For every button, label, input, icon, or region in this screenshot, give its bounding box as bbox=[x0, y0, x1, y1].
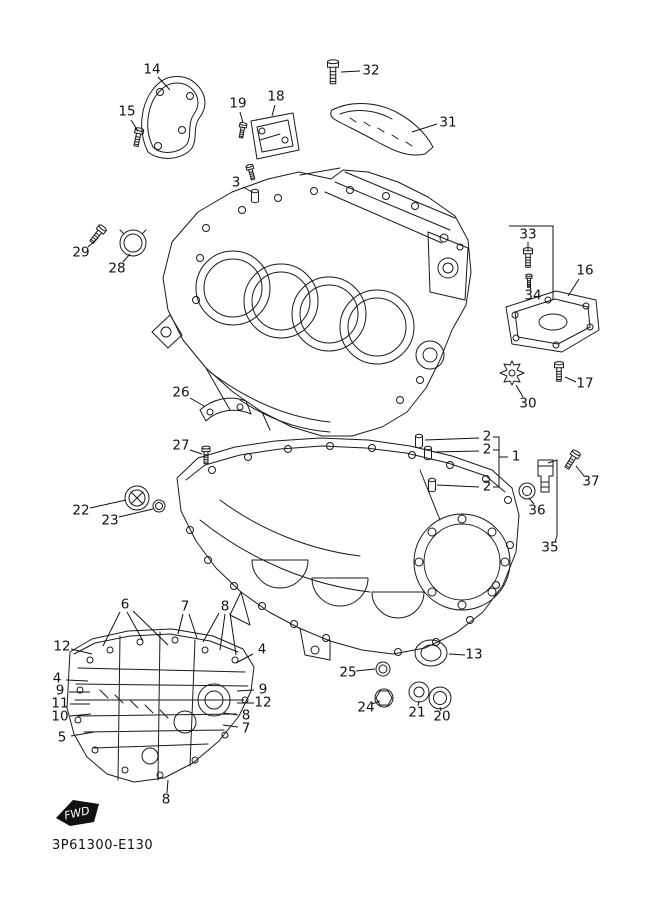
leader-line bbox=[236, 654, 253, 663]
leader-line bbox=[341, 71, 360, 72]
o-ring-23 bbox=[153, 500, 165, 512]
cover-plate-16 bbox=[506, 291, 599, 352]
leader-line bbox=[189, 614, 197, 638]
leader-line bbox=[425, 438, 479, 440]
leader-line bbox=[412, 124, 437, 132]
leader-line bbox=[576, 466, 584, 476]
leader-line bbox=[133, 611, 168, 645]
leader-line bbox=[220, 614, 225, 650]
leader-line bbox=[237, 690, 254, 691]
leader-line bbox=[568, 279, 579, 296]
breather-plate-18 bbox=[251, 113, 299, 159]
leader-line bbox=[529, 284, 531, 290]
oil-nozzle-35 bbox=[538, 460, 553, 492]
bolt-32 bbox=[326, 59, 340, 85]
leader-line bbox=[123, 254, 130, 262]
leader-line bbox=[88, 238, 98, 247]
leader-line bbox=[203, 613, 219, 642]
leader-line bbox=[71, 732, 94, 736]
dowel-3 bbox=[251, 188, 259, 204]
leader-line bbox=[449, 654, 465, 655]
o-ring-25 bbox=[376, 662, 390, 676]
leader-line bbox=[167, 780, 168, 793]
leader-line bbox=[119, 509, 153, 517]
leader-line bbox=[71, 649, 92, 654]
leader-line bbox=[555, 536, 557, 542]
cap-20 bbox=[429, 687, 451, 709]
leader-line bbox=[418, 701, 419, 706]
leader-line bbox=[103, 612, 120, 646]
leader-line bbox=[272, 105, 275, 116]
dowel-2a bbox=[415, 433, 423, 449]
fwd-marker: FWD bbox=[56, 800, 99, 826]
dowel-2c bbox=[428, 477, 436, 493]
leader-line bbox=[372, 701, 380, 704]
leader-line bbox=[66, 680, 88, 681]
leader-line bbox=[127, 612, 143, 641]
diagram-code: 3P61300-E130 bbox=[52, 838, 154, 853]
lower-crankcase-bottom-view bbox=[67, 629, 254, 782]
fwd-flag bbox=[56, 800, 99, 826]
upper-cylinder-block bbox=[152, 168, 471, 436]
leader-line bbox=[190, 450, 202, 454]
o-ring-36 bbox=[519, 483, 535, 499]
leader-line bbox=[440, 707, 441, 711]
cap-13 bbox=[415, 640, 447, 666]
screw-19b bbox=[245, 163, 257, 181]
bolt-29 bbox=[87, 223, 108, 246]
leader-line bbox=[493, 437, 499, 487]
leader-line bbox=[437, 485, 479, 487]
lower-crankcase bbox=[177, 438, 519, 660]
bracket-31 bbox=[331, 104, 433, 156]
leader-line bbox=[516, 385, 523, 397]
plug-21 bbox=[409, 682, 429, 702]
leader-line bbox=[243, 187, 252, 192]
leader-line bbox=[90, 500, 126, 508]
star-washer-30 bbox=[500, 361, 524, 385]
leader-line bbox=[190, 398, 204, 406]
leader-line bbox=[131, 120, 138, 131]
bracket-26 bbox=[200, 398, 251, 421]
leader-line bbox=[224, 713, 238, 715]
gasket-plate-14 bbox=[142, 77, 205, 159]
screw-19 bbox=[237, 121, 248, 139]
leader-line bbox=[223, 725, 238, 727]
plug-24 bbox=[375, 689, 393, 707]
plug-22 bbox=[125, 486, 149, 510]
leader-line bbox=[509, 226, 553, 300]
leader-line bbox=[548, 460, 557, 536]
leader-line bbox=[70, 714, 91, 716]
cap-28 bbox=[120, 230, 146, 256]
fwd-label: FWD bbox=[63, 804, 91, 822]
leader-line bbox=[178, 614, 183, 634]
leader-line bbox=[240, 112, 243, 123]
leader-line bbox=[158, 77, 170, 90]
bolt-17 bbox=[554, 361, 564, 382]
bolt-37 bbox=[562, 448, 582, 471]
leader-line bbox=[433, 451, 479, 452]
leader-line bbox=[529, 498, 534, 504]
leader-lines-layer bbox=[66, 71, 584, 793]
leader-line bbox=[230, 613, 236, 655]
leader-line bbox=[356, 669, 375, 671]
leader-line bbox=[565, 377, 576, 382]
